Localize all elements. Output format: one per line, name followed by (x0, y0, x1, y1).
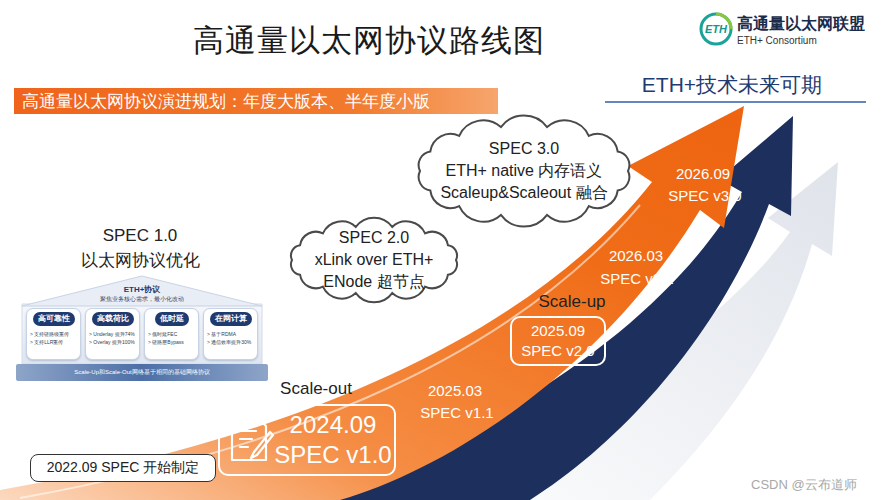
base-bar: Scale-Up和Scale-Out网络基于相同的基础网络协议 (16, 364, 268, 381)
roof-shape (22, 276, 262, 306)
node-text: SPEC v1.0 (274, 440, 391, 470)
milestone-date: 2025.03 (428, 382, 482, 399)
start-box: 2022.09 SPEC 开始制定 (30, 454, 216, 482)
card-item: > 支持LLR重传 (30, 338, 63, 346)
card-item: > 低时延FEC (148, 330, 177, 338)
node-heading: Scale-Up和Scale-Out网络基于相同的基础网络协议 (74, 368, 209, 377)
card-heading: 高可靠性 (33, 312, 75, 326)
house-frame (22, 304, 262, 364)
watermark: CSDN @云布道师 (751, 476, 857, 494)
logo-circle: ETH (699, 12, 733, 46)
milestone-version: SPEC v1.1 (420, 404, 493, 421)
node-heading: 2025.09 (531, 321, 585, 341)
roof-triangle: ETH+协议聚焦业务核心需求，最小化改动 (22, 276, 262, 306)
node-heading: ETH+协议 (124, 285, 161, 295)
card-heading: 在网计算 (210, 312, 252, 326)
page-title: 高通量以太网协议路线图 (193, 20, 545, 62)
milestone-date: 2026.03 (609, 247, 663, 264)
card-item: > 通信效率提升30% (207, 338, 251, 346)
logo-ring (701, 14, 731, 44)
feature-card: 高载荷比 > Underlay 提升74%> Overlay 提升100% (85, 308, 140, 360)
phase-label: Scale-up (538, 292, 605, 312)
node-heading: SPEC 2.0 (339, 227, 409, 249)
node-heading: 2024.09 (290, 410, 377, 440)
feature-card: 高可靠性 > 支持链路级重传> 支持LLR重传 (26, 308, 81, 360)
card-item: > Overlay 提升100% (89, 338, 135, 346)
heading-underline (605, 101, 866, 103)
spec-title: SPEC 1.0 (103, 226, 178, 246)
node-text: 聚焦业务核心需求，最小化改动 (100, 295, 184, 303)
node-heading: SPEC 3.0 (489, 138, 559, 160)
card-item: > 基于RDMA (207, 330, 236, 338)
card-item: > Underlay 提升74% (89, 330, 135, 338)
highlight-streak (20, 205, 640, 498)
org-english-name: ETH+ Consortium (737, 35, 817, 46)
milestone-version: SPEC v2.1 (600, 270, 673, 287)
section-heading: ETH+技术未来可期 (642, 71, 822, 99)
card-heading: 高载荷比 (92, 312, 134, 326)
node-text: xLink over ETH+ (315, 249, 434, 271)
card-heading: 低时延 (155, 312, 189, 326)
document-icon (232, 418, 273, 460)
feature-card: 低时延 > 低时延FEC> 链路层Bypass (144, 308, 199, 360)
cloud-shape (291, 218, 457, 303)
feature-card: 在网计算 > 基于RDMA> 通信效率提升30% (203, 308, 258, 360)
phase-label: Scale-out (280, 379, 352, 399)
card-item: > 支持链路级重传 (30, 330, 69, 338)
milestone-box: 2024.09SPEC v1.0 (218, 404, 396, 476)
node-heading: 高通量以太网协议演进规划：年度大版本、半年度小版 (22, 90, 430, 113)
node-text: SPEC v2.0 (521, 341, 594, 361)
org-name: 高通量以太网联盟 (737, 14, 865, 35)
node-text: Scaleup&Scaleout 融合 (440, 182, 607, 204)
spec-subtitle: 以太网协议优化 (81, 249, 200, 272)
milestone-version: SPEC v3.0 (668, 187, 741, 204)
node-heading: 2022.09 SPEC 开始制定 (47, 459, 200, 477)
orange-arrow (0, 106, 744, 500)
milestone-box: 2025.09SPEC v2.0 (510, 316, 606, 366)
milestone-date: 2026.09 (676, 165, 730, 182)
node-text: ENode 超节点 (323, 271, 424, 293)
card-item: > 链路层Bypass (148, 338, 184, 346)
cloud-shape (419, 115, 630, 226)
callout-cloud: SPEC 3.0ETH+ native 内存语义Scaleup&Scaleout… (410, 116, 638, 226)
node-text: ETH+ native 内存语义 (446, 160, 603, 182)
callout-cloud: SPEC 2.0xLink over ETH+ENode 超节点 (282, 216, 466, 304)
banner-band: 高通量以太网协议演进规划：年度大版本、半年度小版 (14, 88, 498, 114)
node-heading: ETH (705, 23, 727, 35)
